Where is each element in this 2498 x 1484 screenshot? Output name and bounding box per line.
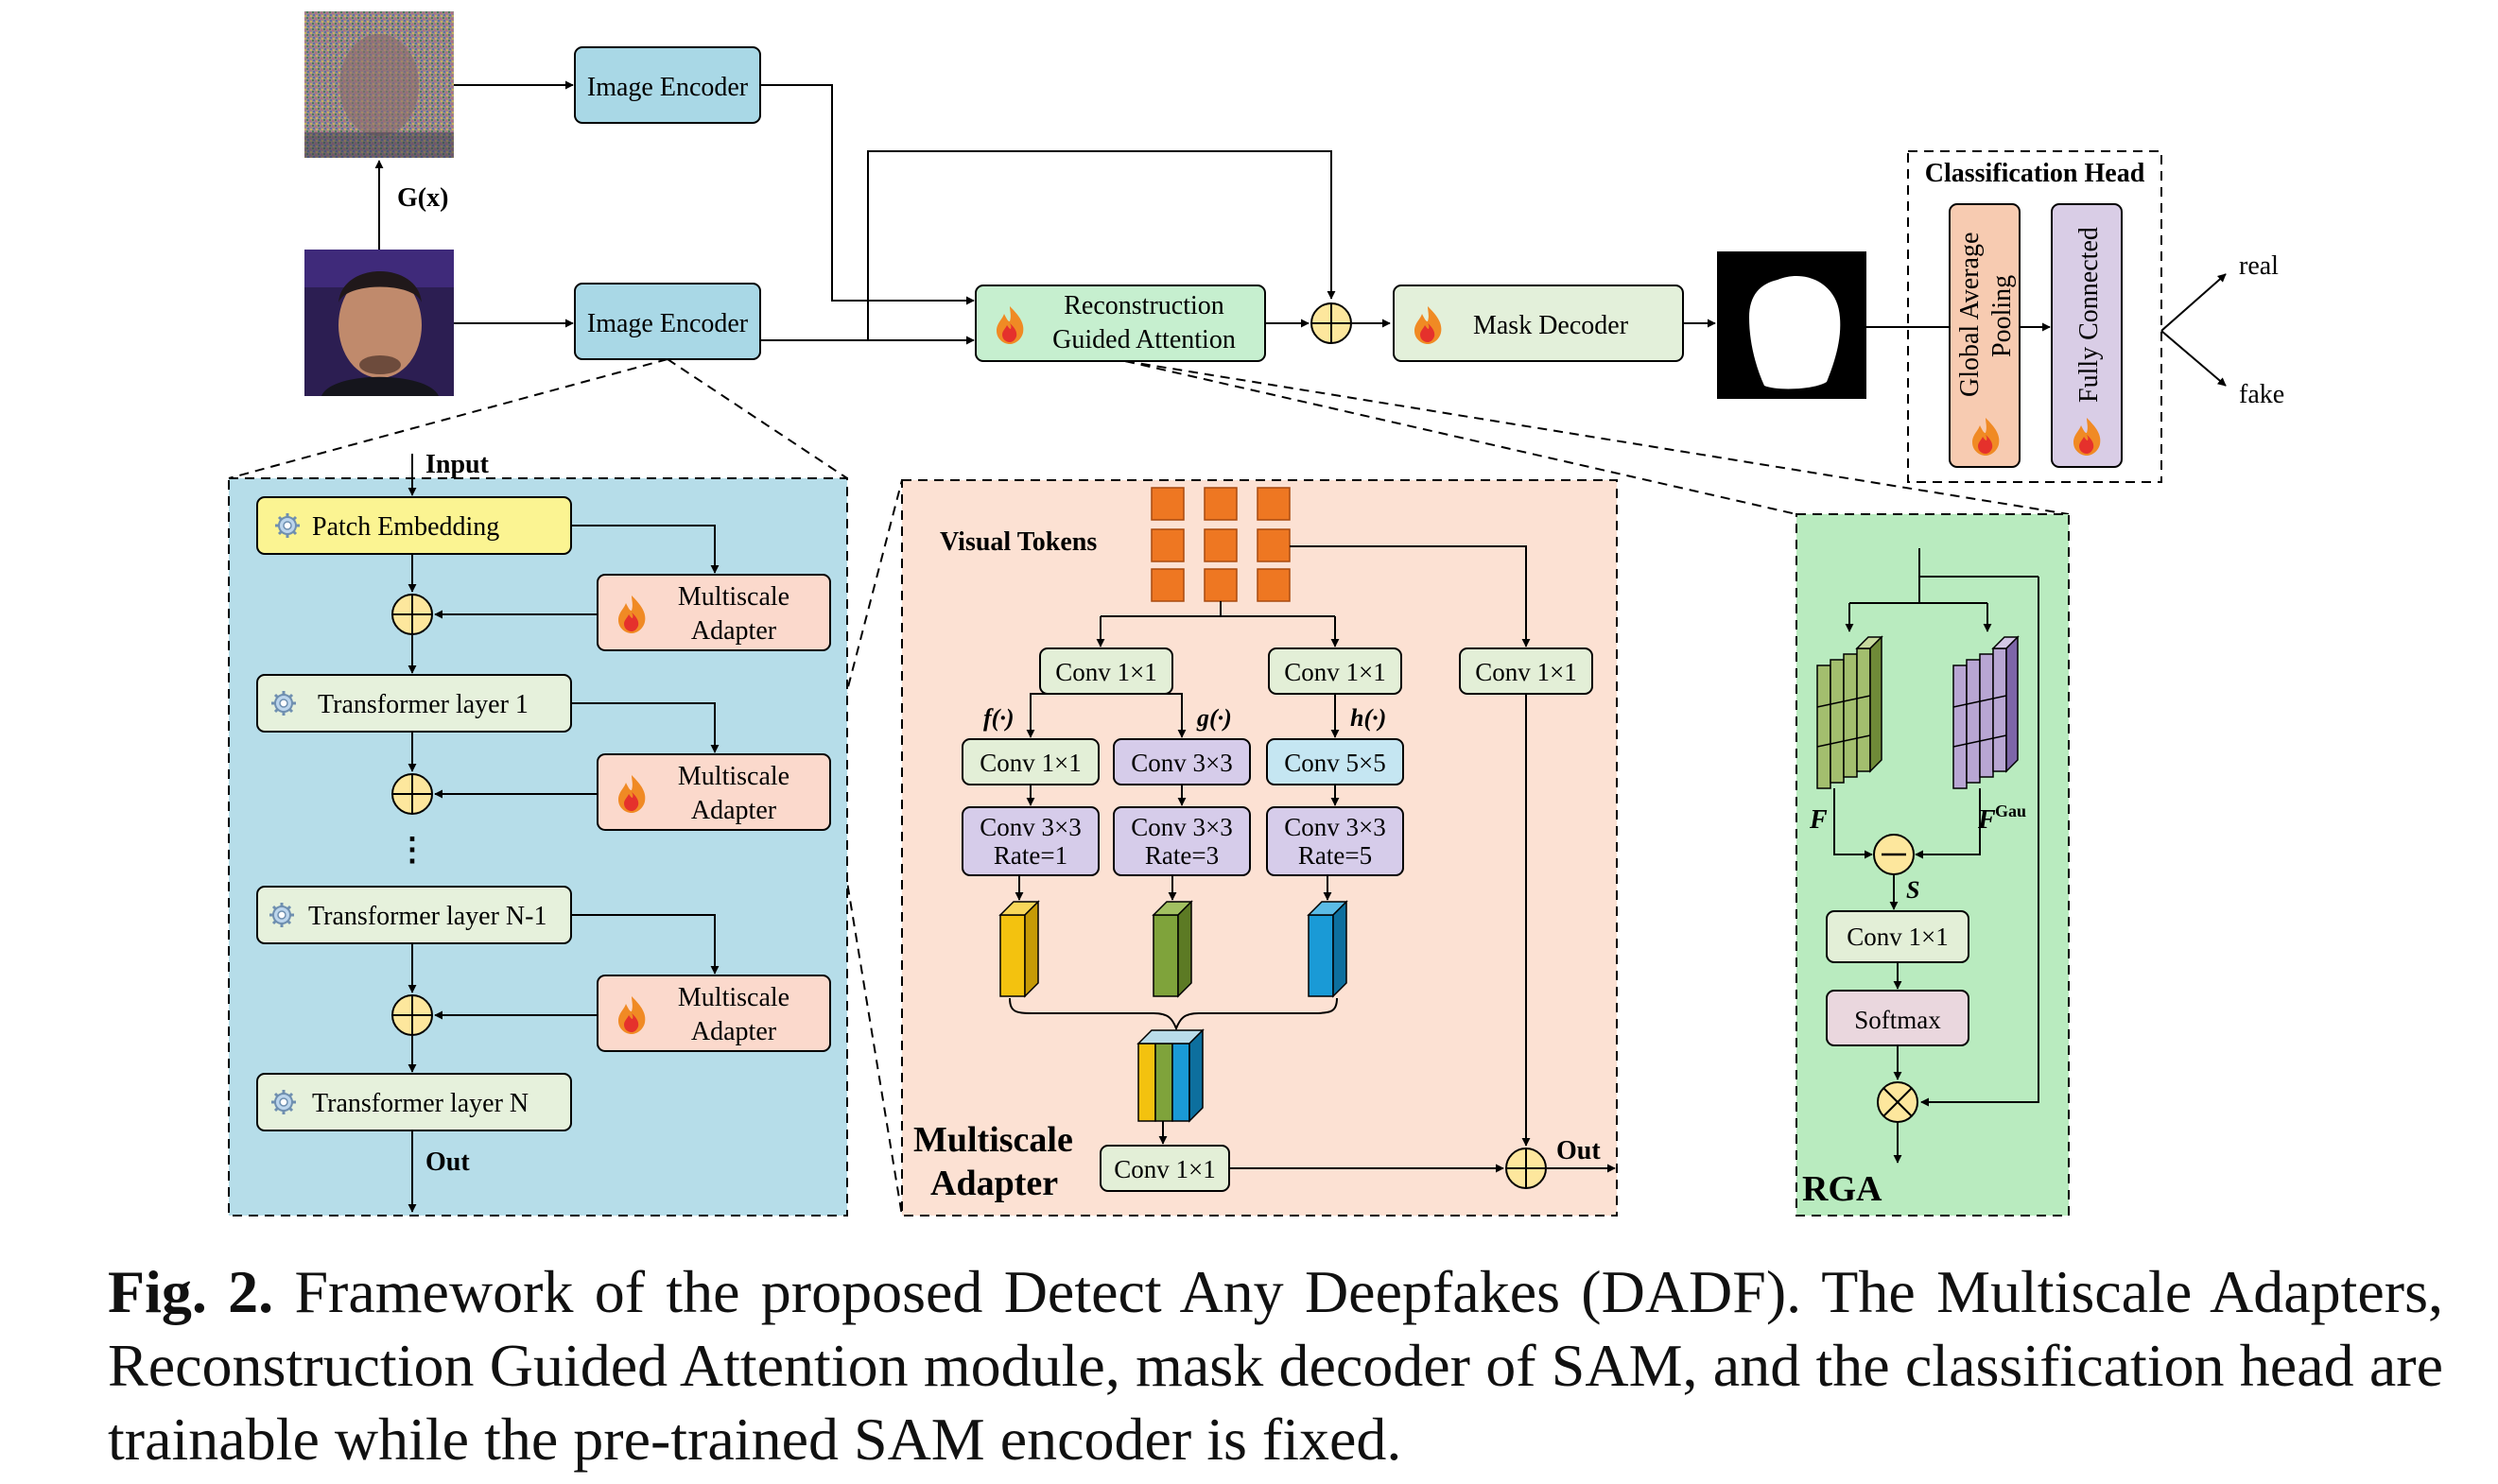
transformer-layer-n-label: Transformer layer N bbox=[312, 1089, 529, 1118]
adapter-1-line1: Multiscale bbox=[678, 582, 789, 612]
adapter-3-line1: Multiscale bbox=[678, 983, 789, 1012]
conv-1x1-skip-label: Conv 1×1 bbox=[1475, 658, 1577, 686]
feature-cube-icon bbox=[1816, 635, 1883, 789]
feature-cube-icon bbox=[998, 900, 1040, 998]
dilated-conv-rate1 bbox=[962, 806, 1100, 876]
f-label: f(·) bbox=[983, 704, 1014, 732]
dilated-conv-rate5 bbox=[1266, 806, 1404, 876]
conv-1x1-out-label: Conv 1×1 bbox=[1114, 1155, 1216, 1183]
conv-3x3-branch-g-label: Conv 3×3 bbox=[1131, 749, 1233, 777]
conv-1x1-branch-f-label: Conv 1×1 bbox=[980, 749, 1082, 777]
fgau-feature-label: F bbox=[1977, 805, 1996, 835]
plus-node-icon bbox=[391, 594, 433, 635]
plus-node-icon bbox=[1310, 302, 1352, 344]
fgau-superscript: Gau bbox=[1995, 802, 2026, 820]
visual-tokens-label: Visual Tokens bbox=[940, 527, 1097, 557]
times-node-icon bbox=[1877, 1081, 1918, 1123]
feature-cube-icon bbox=[1136, 1028, 1205, 1123]
figure-caption: Fig. 2. Framework of the proposed Detect… bbox=[108, 1255, 2443, 1476]
gap-label-line2: Pooling bbox=[1987, 275, 2017, 357]
face-image bbox=[304, 250, 454, 396]
ellipsis: ⋮ bbox=[396, 833, 428, 868]
rga-panel-title: RGA bbox=[1802, 1169, 1882, 1209]
feature-cube-icon bbox=[1307, 900, 1348, 998]
output-real: real bbox=[2239, 251, 2279, 281]
h-label: h(·) bbox=[1350, 704, 1386, 732]
multiscale-adapter-box-1 bbox=[597, 574, 831, 651]
output-fake: fake bbox=[2239, 380, 2284, 409]
fc-label: Fully Connected bbox=[2074, 227, 2104, 403]
rga-detail-panel bbox=[1795, 513, 2070, 1217]
adapter-3-line2: Adapter bbox=[691, 1017, 777, 1046]
adapter-panel-title-line1: Multiscale bbox=[913, 1120, 1073, 1160]
transformer-layer-n-box bbox=[256, 1073, 572, 1131]
conv-1x1-left bbox=[1039, 647, 1173, 695]
fully-connected-box bbox=[2051, 203, 2123, 468]
figure-caption-text: Framework of the proposed Detect Any Dee… bbox=[108, 1258, 2444, 1473]
dil3-line1: Conv 3×3 bbox=[1131, 813, 1233, 841]
transformer-layer-n-1-label: Transformer layer N-1 bbox=[308, 902, 546, 931]
adapter-2-line1: Multiscale bbox=[678, 762, 789, 791]
adapter-2-line2: Adapter bbox=[691, 796, 777, 825]
mask-decoder-label: Mask Decoder bbox=[1473, 311, 1629, 340]
plus-node-icon bbox=[1505, 1148, 1547, 1189]
conv-5x5-branch-h-label: Conv 5×5 bbox=[1284, 749, 1386, 777]
adapter-1-line2: Adapter bbox=[691, 616, 777, 646]
encoder-input-label: Input bbox=[425, 450, 490, 479]
dil3-line2: Rate=3 bbox=[1145, 841, 1219, 870]
mask-image bbox=[1717, 251, 1866, 399]
adapter-out-label: Out bbox=[1556, 1136, 1601, 1165]
image-encoder-top-label: Image Encoder bbox=[587, 73, 749, 102]
dil1-line2: Rate=1 bbox=[994, 841, 1067, 870]
f-feature-label: F bbox=[1809, 805, 1828, 835]
g-label: g(·) bbox=[1196, 704, 1232, 732]
plus-node-icon bbox=[391, 773, 433, 815]
dil5-line2: Rate=5 bbox=[1298, 841, 1372, 870]
dil1-line1: Conv 3×3 bbox=[980, 813, 1082, 841]
minus-node-icon bbox=[1873, 834, 1915, 875]
feature-cube-icon bbox=[1152, 900, 1193, 998]
feature-cube-icon bbox=[1952, 635, 2020, 789]
patch-embedding-label: Patch Embedding bbox=[312, 512, 499, 542]
rga-label-line2: Guided Attention bbox=[1052, 325, 1236, 354]
rga-label-line1: Reconstruction bbox=[1064, 291, 1224, 320]
conv-1x1-mid-label: Conv 1×1 bbox=[1284, 658, 1386, 686]
s-label: S bbox=[1906, 876, 1919, 904]
encoder-out-label: Out bbox=[425, 1148, 470, 1177]
conv-1x1-left-label: Conv 1×1 bbox=[1055, 658, 1157, 686]
global-average-pooling-box bbox=[1949, 203, 2021, 468]
visual-tokens-grid bbox=[1151, 487, 1291, 602]
rga-conv-label: Conv 1×1 bbox=[1847, 923, 1949, 951]
classification-head-title: Classification Head bbox=[1925, 159, 2145, 188]
dadf-framework-diagram: G(x) Image Encoder Image Encoder Reconst… bbox=[228, 11, 2284, 1217]
gx-label: G(x) bbox=[397, 183, 448, 213]
multiscale-adapter-box-3 bbox=[597, 975, 831, 1052]
dilated-conv-rate3 bbox=[1113, 806, 1251, 876]
figure-caption-label: Fig. 2. bbox=[108, 1258, 274, 1325]
dil5-line1: Conv 3×3 bbox=[1284, 813, 1386, 841]
plus-node-icon bbox=[391, 994, 433, 1036]
noisy-face-image bbox=[304, 11, 454, 158]
gap-label-line1: Global Average bbox=[1955, 233, 1985, 397]
adapter-panel-title-line2: Adapter bbox=[930, 1164, 1058, 1203]
image-encoder-bottom-label: Image Encoder bbox=[587, 309, 749, 338]
softmax-label: Softmax bbox=[1854, 1006, 1941, 1034]
classification-head-panel bbox=[1907, 150, 2162, 483]
transformer-layer-1-label: Transformer layer 1 bbox=[318, 690, 529, 719]
multiscale-adapter-box-2 bbox=[597, 753, 831, 831]
